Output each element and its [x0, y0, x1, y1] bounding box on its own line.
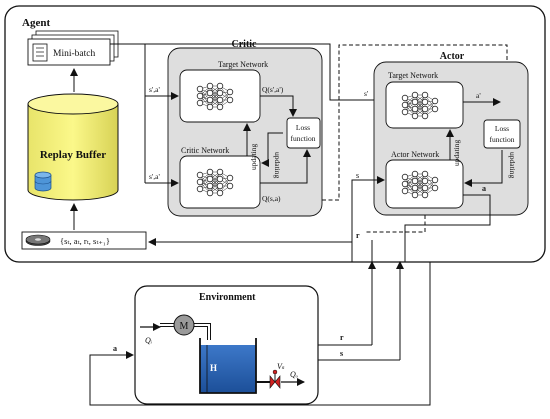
a-next-label: a'	[476, 91, 481, 100]
h-label: H	[210, 363, 217, 373]
actor-loss-box	[483, 119, 521, 149]
actor-net-title: Actor Network	[391, 150, 439, 159]
critic-loss-line1: Loss	[296, 123, 310, 132]
critic-loss-line2: function	[291, 134, 316, 143]
env-r-label: r	[340, 333, 344, 342]
actor-title: Actor	[440, 51, 465, 62]
actor-target-title: Target Network	[388, 71, 438, 80]
arrow-a-down	[89, 262, 431, 406]
arrow-a-out	[404, 194, 491, 262]
env-s-label: s	[340, 349, 343, 358]
r-label: r	[356, 231, 360, 240]
motor-label: M	[180, 321, 189, 332]
q-cur-label: Q(s,a)	[262, 194, 281, 203]
actor-loss-line2: function	[490, 135, 515, 144]
actor-loss-line1: Loss	[495, 124, 509, 133]
dashed-loop	[365, 215, 426, 233]
critic-target-title: Target Network	[218, 60, 268, 69]
arrow-qnext-to-loss	[260, 95, 297, 117]
a-label: a	[482, 184, 486, 193]
sa-next-label: s',a'	[149, 85, 160, 94]
arrow-qcur-to-loss	[260, 149, 311, 184]
actor-updating2-label: updating	[508, 152, 517, 178]
motor-icon	[173, 314, 195, 336]
critic-loss-box	[286, 117, 321, 149]
s-next-label: s'	[364, 89, 369, 98]
tuple-box	[21, 231, 147, 250]
s-label: s	[356, 171, 359, 180]
arrow-s-next-to-actor-target	[145, 43, 386, 104]
arrow-loss-to-actor	[464, 150, 503, 187]
agent-frame	[4, 5, 546, 263]
minibatch-label: Mini-batch	[53, 49, 95, 59]
sa-cur-label: s',a'	[149, 172, 160, 181]
storage-disk-icon	[25, 234, 51, 246]
document-icon	[32, 43, 48, 62]
vs-label: Vₛ	[277, 362, 285, 371]
env-a-label: a	[113, 344, 117, 353]
actor-updating-label: updating	[452, 140, 461, 166]
arrow-loss-to-critic	[261, 132, 283, 167]
critic-updating2-label: updating	[273, 152, 282, 178]
valve-icon	[269, 369, 281, 389]
qi-label: Qᵢ	[145, 336, 152, 345]
replay-buffer-label: Replay Buffer	[40, 149, 106, 161]
qo-label: Qₒ	[290, 370, 299, 379]
critic-net-title: Critic Network	[181, 146, 229, 155]
q-next-label: Q(s',a')	[262, 85, 284, 94]
environment-title: Environment	[199, 292, 256, 303]
arrow-s-to-actor	[351, 176, 385, 262]
critic-updating-label: updating	[249, 144, 258, 170]
agent-title: Agent	[22, 17, 50, 29]
water-tank	[199, 338, 257, 394]
tuple-label: {sₜ, aₜ, rₜ, sₜ₊₁}	[60, 236, 110, 246]
database-icon	[34, 171, 52, 192]
